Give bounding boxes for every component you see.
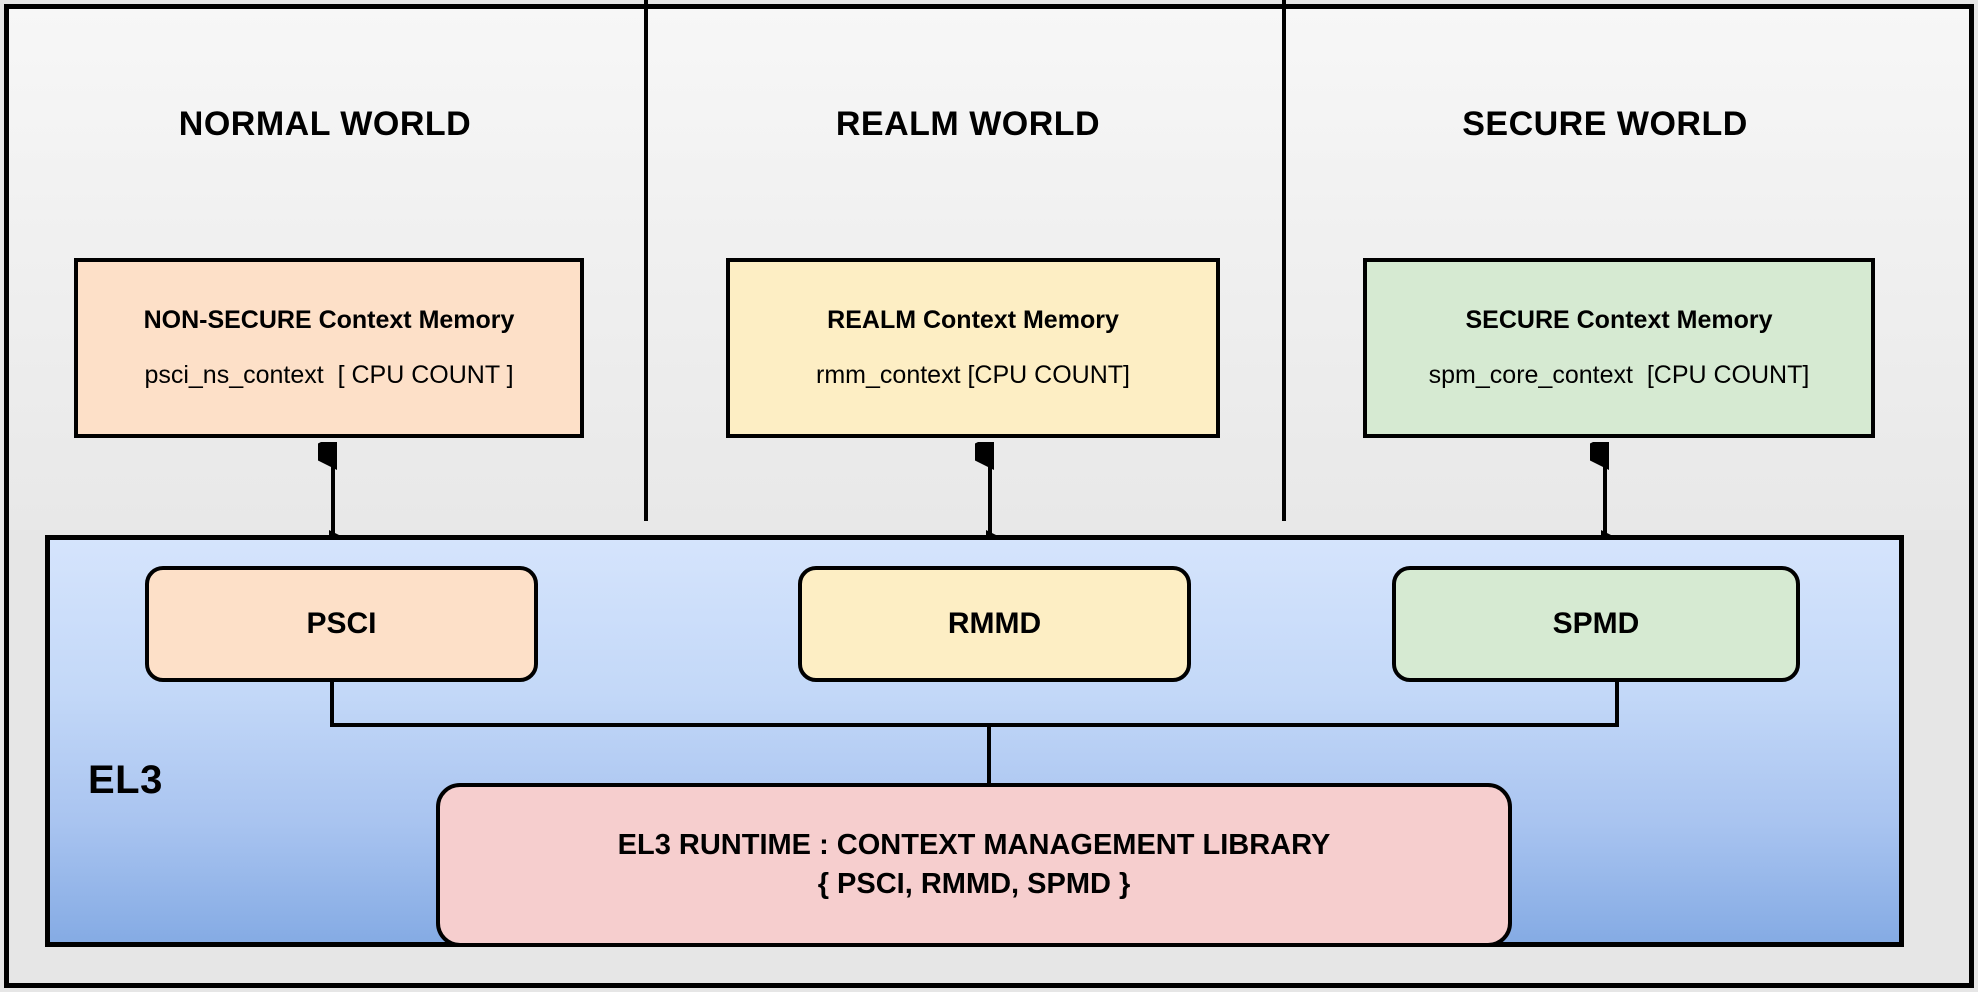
dispatcher-box-rmmd[interactable]: RMMD: [798, 566, 1191, 682]
context-memory-subtitle-realm: rmm_context [CPU COUNT]: [816, 361, 1130, 389]
context-memory-title-realm: REALM Context Memory: [827, 306, 1119, 334]
world-title-secure: SECURE WORLD: [1462, 105, 1748, 143]
world-title-normal: NORMAL WORLD: [178, 105, 472, 143]
context-memory-box-realm: REALM Context Memory rmm_context [CPU CO…: [726, 258, 1220, 438]
world-divider-realm-secure: [1282, 0, 1286, 521]
bidirectional-dashed-arrow-icon-normal: [318, 442, 348, 558]
el3-label: EL3: [88, 758, 163, 802]
context-memory-subtitle-non-secure: psci_ns_context [ CPU COUNT ]: [144, 361, 514, 389]
connector-bus: [330, 723, 1619, 727]
el3-runtime-library-box[interactable]: EL3 RUNTIME : CONTEXT MANAGEMENT LIBRARY…: [436, 783, 1512, 947]
world-divider-normal-realm: [644, 0, 648, 521]
connector-stub-psci: [330, 682, 334, 727]
el3-runtime-library-line-1: EL3 RUNTIME : CONTEXT MANAGEMENT LIBRARY: [617, 828, 1331, 861]
context-memory-box-secure: SECURE Context Memory spm_core_context […: [1363, 258, 1875, 438]
bidirectional-dashed-arrow-icon-realm: [975, 442, 1005, 558]
context-memory-subtitle-secure: spm_core_context [CPU COUNT]: [1428, 361, 1810, 389]
context-memory-title-secure: SECURE Context Memory: [1465, 306, 1773, 334]
connector-stub-runtime: [987, 723, 991, 785]
dispatcher-box-psci[interactable]: PSCI: [145, 566, 538, 682]
bidirectional-dashed-arrow-icon-secure: [1590, 442, 1620, 558]
context-memory-box-non-secure: NON-SECURE Context Memory psci_ns_contex…: [74, 258, 584, 438]
connector-stub-spmd: [1615, 682, 1619, 727]
dispatcher-box-spmd[interactable]: SPMD: [1392, 566, 1800, 682]
el3-runtime-library-line-2: { PSCI, RMMD, SPMD }: [817, 868, 1131, 900]
context-memory-title-non-secure: NON-SECURE Context Memory: [143, 306, 515, 334]
world-title-realm: REALM WORLD: [835, 105, 1101, 143]
